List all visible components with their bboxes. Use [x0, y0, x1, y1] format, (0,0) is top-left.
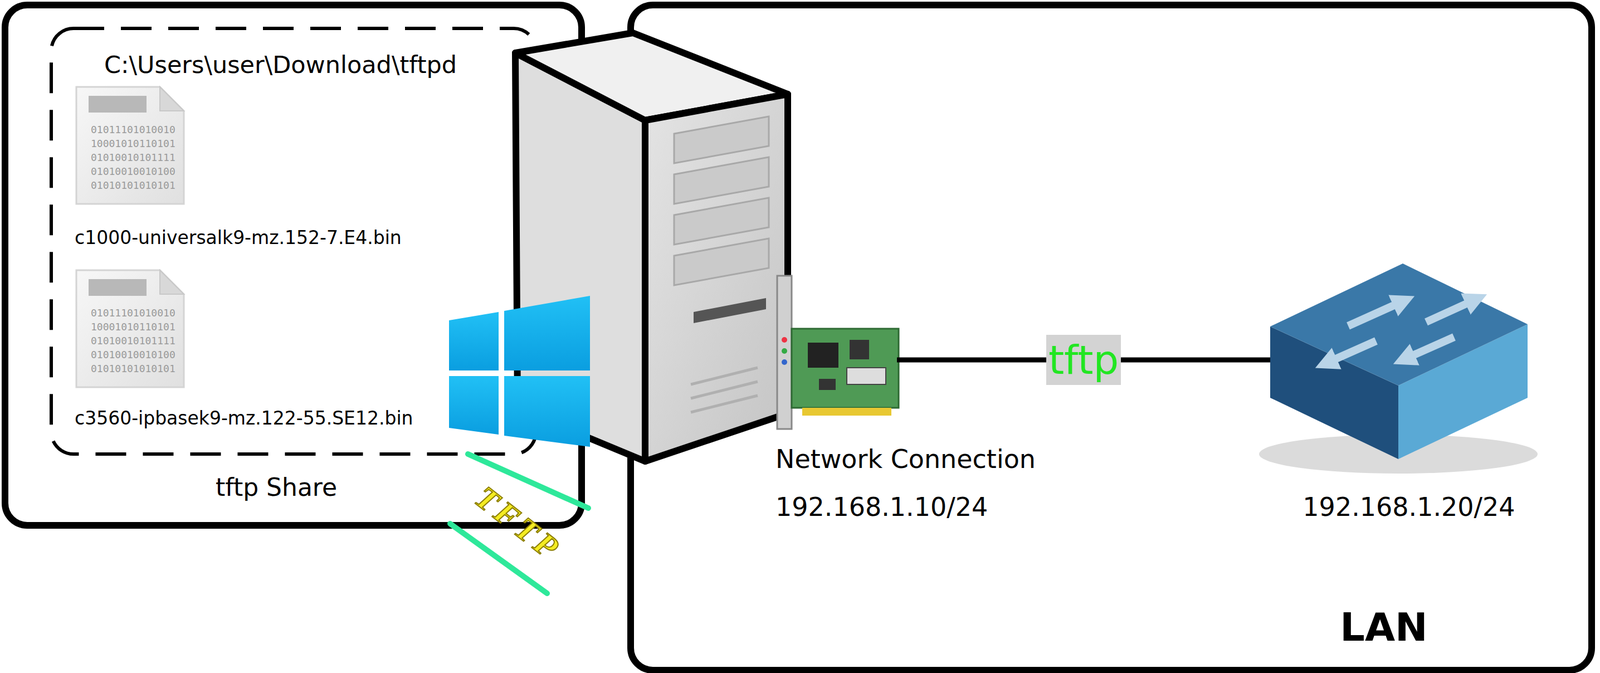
switch-node: 192.168.1.20/24 — [1270, 263, 1528, 460]
binary-digits: 01011101010010 — [90, 308, 176, 319]
file-icon — [76, 86, 184, 204]
drawing-part — [807, 342, 839, 368]
ip-address: 192.168.1.20/24 — [1302, 491, 1515, 523]
tftp-logo-lines — [450, 454, 589, 594]
file-name: c3560-ipbasek9-mz.122-55.SE12.bin — [74, 407, 413, 430]
drawing-part — [693, 298, 767, 324]
binary-digits: 01011101010010 — [90, 124, 176, 135]
drawing-part — [1325, 299, 1477, 364]
file-name: c1000-universalk9-mz.152-7.E4.bin — [74, 226, 402, 250]
binary-digits: 10001010110101 — [90, 322, 176, 333]
drawing-part — [449, 376, 499, 435]
drawing-part — [781, 359, 788, 365]
share-folder: C:\Users\user\Download\tftpd tftp Share c1… — [51, 28, 536, 507]
drawing-part — [777, 275, 792, 429]
drawing-part — [818, 378, 836, 390]
binary-digits: 10001010110101 — [90, 138, 176, 149]
drawing-part — [645, 94, 788, 462]
binary-digits: 01010101010101 — [90, 363, 176, 374]
drawing-part — [781, 337, 788, 343]
link-label: tftp — [1046, 334, 1121, 386]
drawing-part — [1426, 299, 1477, 323]
network-card — [777, 275, 899, 429]
drawing-part — [449, 311, 499, 371]
ip-address: 192.168.1.10/24 — [775, 491, 988, 523]
drawing-part — [849, 339, 870, 360]
share-box — [51, 28, 536, 455]
drawing-part — [802, 407, 892, 416]
drawing-part — [791, 328, 899, 408]
drawing-part — [1348, 300, 1404, 326]
drawing-part — [504, 376, 590, 447]
drawing-part — [674, 157, 769, 204]
windows-logo — [449, 295, 590, 447]
share-name: tftp Share — [215, 472, 338, 503]
drawing-part — [690, 367, 758, 413]
binary-digits: 01010010010100 — [90, 349, 176, 360]
region-name: LAN — [1339, 603, 1428, 651]
drawing-part — [1403, 337, 1455, 360]
drawing-part — [846, 367, 886, 385]
tftp-logo-text: TFTP — [469, 480, 567, 568]
file-icon — [76, 270, 184, 388]
host-box — [5, 5, 582, 526]
lan-box — [630, 5, 1592, 671]
drawing-part — [1270, 263, 1528, 386]
drawing-part — [674, 197, 769, 245]
binary-digits: 01010010101111 — [90, 152, 176, 163]
binary-digits: 01010101010101 — [90, 180, 176, 191]
binary-digits: 01010010010100 — [90, 166, 176, 177]
drawing-part — [674, 116, 769, 164]
switch-icon — [1259, 263, 1538, 474]
drawing-part — [674, 238, 769, 286]
network-card-node: Network Connection192.168.1.10/24 — [770, 275, 897, 429]
drawing-part — [504, 295, 590, 371]
folder-path: C:\Users\user\Download\tftpd — [104, 50, 457, 80]
interface-name: Network Connection — [775, 444, 1036, 475]
drawing-part — [1325, 340, 1377, 364]
binary-digits: 01010010101111 — [90, 335, 176, 346]
drawing-part — [781, 348, 788, 354]
